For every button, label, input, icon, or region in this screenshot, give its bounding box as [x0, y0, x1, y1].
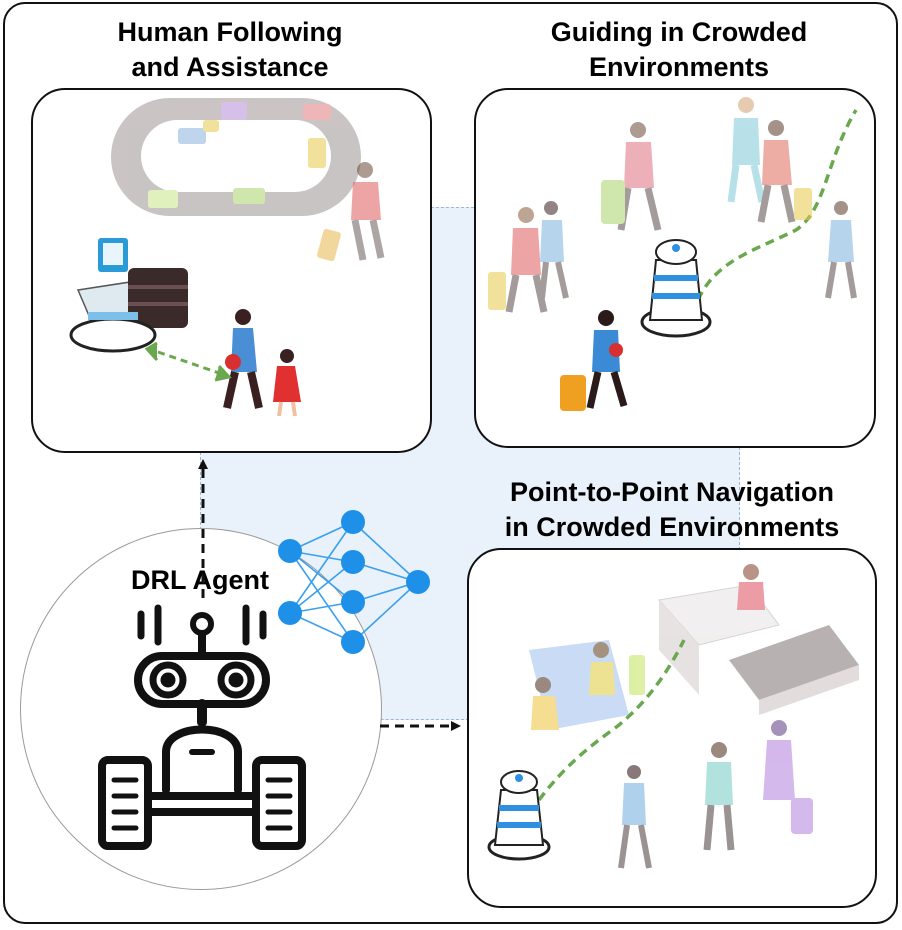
crowd-figures: [488, 97, 857, 313]
waiting-seats-illustration: [529, 640, 645, 730]
network-edge: [352, 521, 419, 583]
network-node: [341, 590, 365, 614]
mother-and-child-figure: [223, 309, 301, 417]
guide-path: [696, 109, 858, 301]
traveler-with-suitcase-figure: [560, 310, 628, 411]
outer-frame: [3, 2, 898, 924]
neural-network-icon: [278, 510, 430, 654]
panel-guiding: [474, 88, 876, 448]
traveler-figure: [317, 162, 385, 262]
network-edge: [289, 561, 354, 614]
title-human-following: Human Following and Assistance: [117, 17, 343, 82]
panel-point-to-point-navigation: [467, 548, 877, 908]
navigation-robot-illustration: [487, 770, 551, 861]
terminal-navigation-scene: [487, 564, 859, 869]
guide-robot-illustration: [640, 239, 712, 338]
network-node: [278, 539, 302, 563]
baggage-carousel-illustration: [111, 98, 361, 216]
pedestrian-figures: [618, 720, 813, 869]
network-edge: [289, 550, 354, 643]
airport-following-scene: [69, 98, 385, 417]
crowd-guiding-scene: [488, 97, 858, 411]
network-edge: [289, 550, 354, 603]
check-in-counter-illustration: [658, 564, 859, 715]
network-node: [341, 630, 365, 654]
network-node: [278, 601, 302, 625]
title-point-to-point-navigation: Point-to-Point Navigation in Crowded Env…: [504, 477, 840, 542]
network-edge: [352, 581, 419, 643]
network-node: [341, 510, 365, 534]
service-robot-illustration: [69, 238, 188, 353]
network-node: [341, 550, 365, 574]
interaction-arrow: [144, 341, 232, 382]
drl-agent-label: DRL Agent: [131, 565, 269, 595]
navigation-path: [537, 639, 686, 802]
robot-icon: [98, 604, 306, 850]
title-guiding: Guiding in Crowded Environments: [550, 17, 808, 82]
network-node: [406, 570, 430, 594]
panel-human-following: [31, 88, 432, 453]
network-edge: [289, 521, 354, 614]
